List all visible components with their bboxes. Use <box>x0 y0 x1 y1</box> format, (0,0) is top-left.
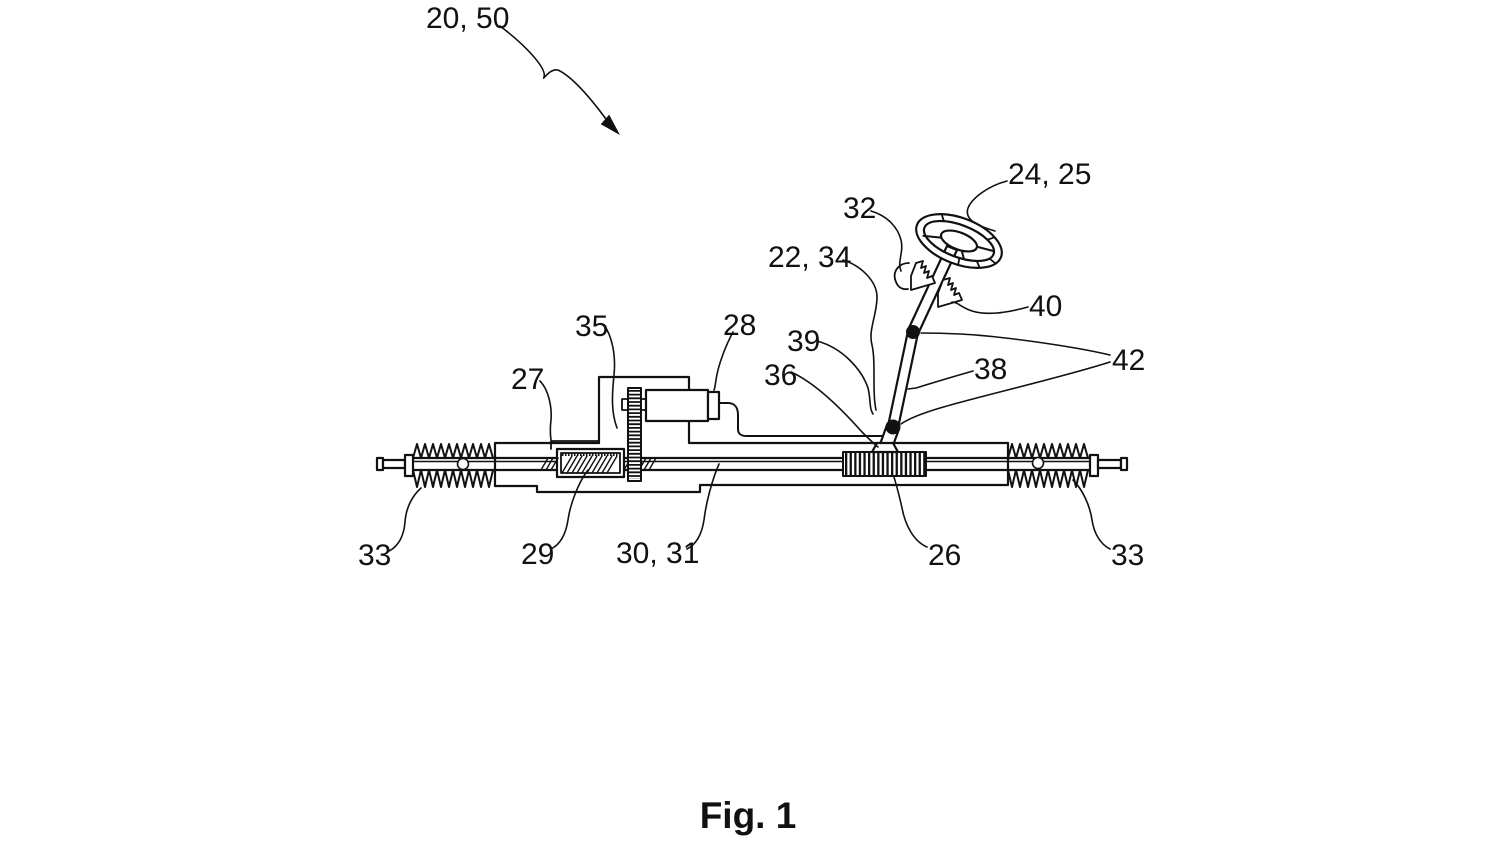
steering-wheel <box>915 213 1003 269</box>
motor-wire <box>718 402 884 437</box>
leader-lines <box>388 25 1111 552</box>
wheel-spokes <box>922 234 995 260</box>
worm-gear <box>621 387 648 482</box>
leader-24-25 <box>966 180 1008 232</box>
ref-label-28: 28 <box>723 309 756 342</box>
ref-label-38: 38 <box>974 353 1007 386</box>
bracket-left <box>910 260 936 291</box>
universal-joint-upper <box>906 325 920 339</box>
leader-36 <box>790 371 879 448</box>
leader-33-right <box>1072 479 1111 550</box>
rack-housing <box>493 375 1010 494</box>
ref-label-35: 35 <box>575 310 608 343</box>
ref-label-33-right: 33 <box>1111 539 1144 572</box>
ref-label-22-34: 22, 34 <box>768 241 851 274</box>
leader-26 <box>893 476 928 548</box>
tie-rod-left <box>375 453 415 478</box>
boot-clip-right <box>1031 456 1045 470</box>
rack-teeth <box>842 451 927 477</box>
universal-joint-lower <box>885 419 901 435</box>
leader-39 <box>816 340 874 415</box>
figure-caption: Fig. 1 <box>700 795 797 836</box>
steering-rack-assembly <box>375 375 1129 494</box>
leader-27 <box>539 380 552 441</box>
tie-rod-right <box>1088 453 1129 478</box>
ref-label-20-50: 20, 50 <box>426 2 509 35</box>
ref-label-40: 40 <box>1029 290 1062 323</box>
pinion-foot <box>870 441 900 454</box>
leader-42-lower <box>900 361 1111 425</box>
ref-label-27: 27 <box>511 363 544 396</box>
ref-label-36: 36 <box>764 359 797 392</box>
leader-30-31 <box>686 463 720 550</box>
ref-label-29: 29 <box>521 538 554 571</box>
ref-label-30-31: 30, 31 <box>616 537 699 570</box>
leader-38 <box>907 370 974 390</box>
reference-labels: 20, 50 24, 25 32 22, 34 40 42 38 39 36 3… <box>358 2 1145 572</box>
bracket-right <box>937 277 963 308</box>
wheel-rim-ticks <box>940 213 997 269</box>
ref-label-24-25: 24, 25 <box>1008 158 1091 191</box>
wheel-hub <box>939 229 979 253</box>
assist-motor <box>644 388 721 423</box>
leader-32 <box>870 210 903 272</box>
ref-label-32: 32 <box>843 192 876 225</box>
leader-35 <box>603 324 618 429</box>
ref-label-42: 42 <box>1112 344 1145 377</box>
bellows-left <box>412 443 494 488</box>
ref-label-39: 39 <box>787 325 820 358</box>
leader-28 <box>713 331 734 391</box>
leader-40 <box>951 301 1029 315</box>
arrowhead-20-50 <box>600 114 620 136</box>
boot-clip-left <box>456 457 470 471</box>
wheel-rim <box>915 213 1003 269</box>
bracket-arc <box>893 262 910 291</box>
column-bracket <box>893 260 963 308</box>
leader-29 <box>550 469 589 550</box>
leader-20-50 <box>499 25 612 127</box>
steering-column <box>870 213 1003 454</box>
bellows-right <box>1007 443 1089 488</box>
leader-42-upper <box>920 332 1111 356</box>
leader-22-34 <box>842 259 878 411</box>
ref-label-26: 26 <box>928 539 961 572</box>
leader-33-left <box>388 487 422 552</box>
rack-bar <box>410 456 1094 472</box>
intermediate-shaft <box>886 329 920 430</box>
ref-label-33-left: 33 <box>358 539 391 572</box>
